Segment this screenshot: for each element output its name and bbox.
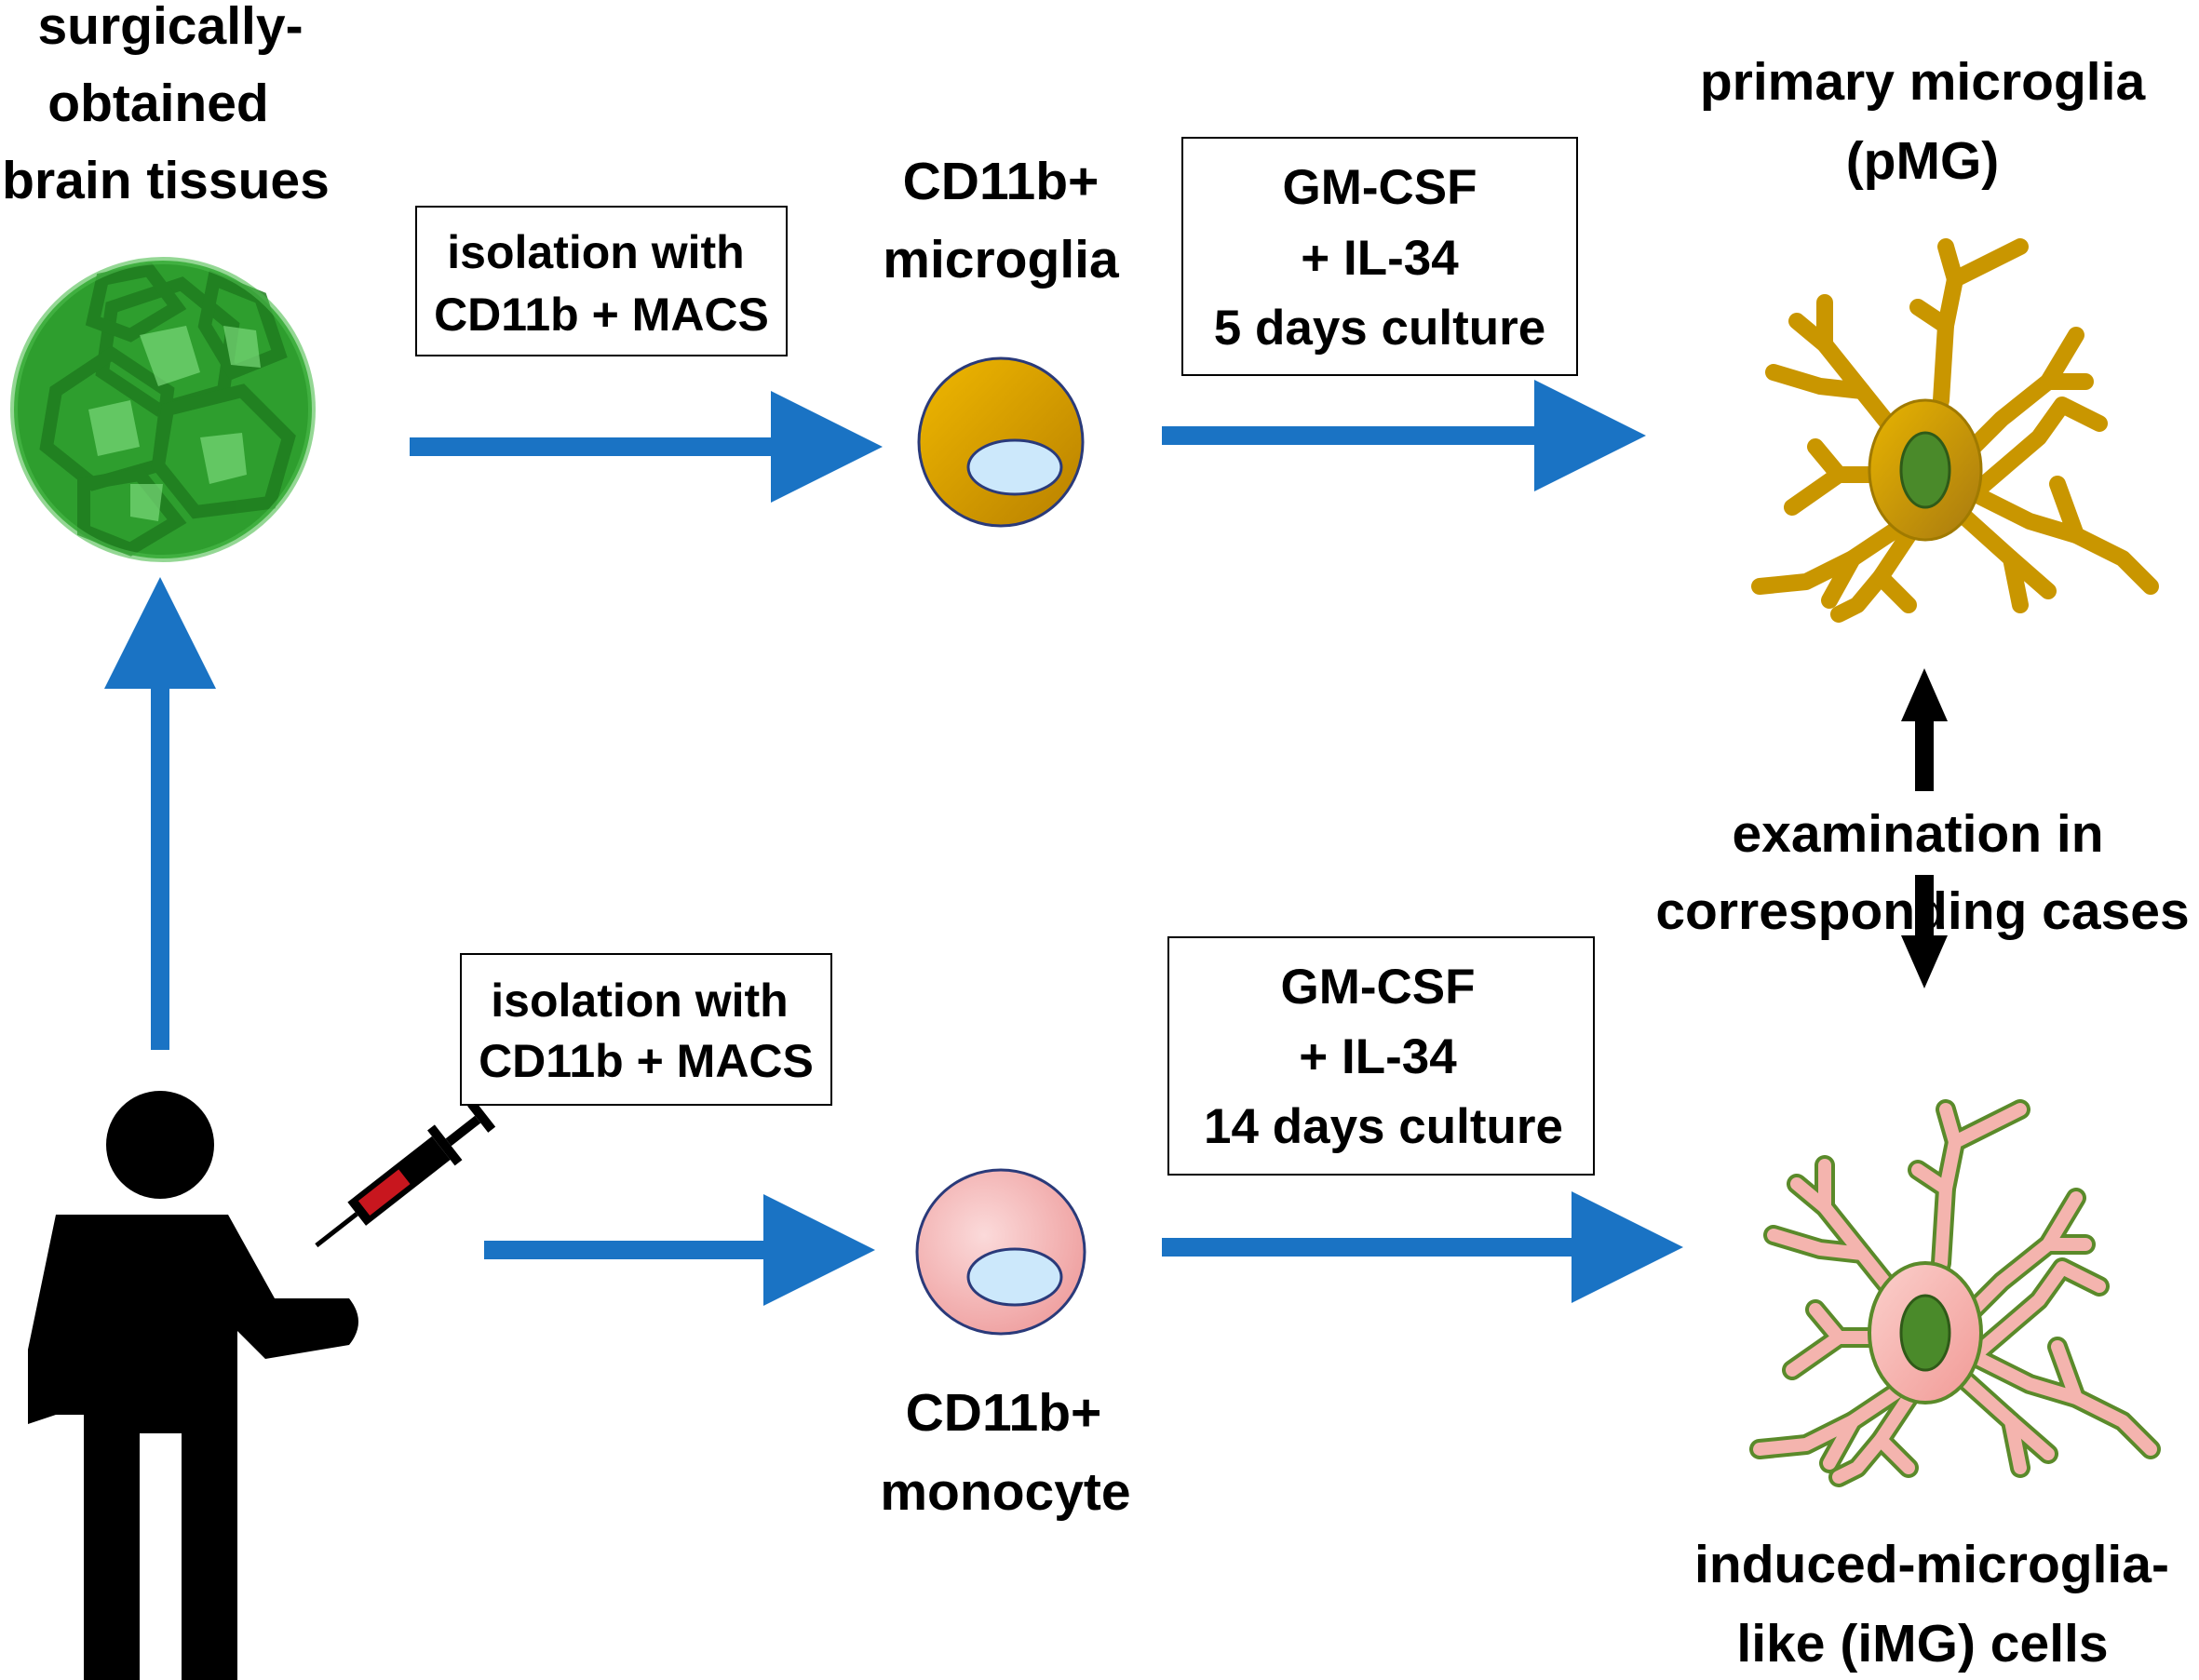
cd11b-microglia-label-line1: CD11b+: [903, 152, 1100, 211]
examination-label-line1: examination in: [1732, 804, 2103, 864]
examination-label-line2: corresponding cases: [1655, 881, 2189, 941]
isolation-box-bottom: isolation with CD11b + MACS: [460, 953, 832, 1106]
culture-top-line1: GM-CSF: [1282, 160, 1477, 215]
culture-top-line3: 5 days culture: [1214, 301, 1545, 356]
tissue-label-line2: obtained: [47, 74, 269, 133]
cd11b-monocyte-label-line2: monocyte: [880, 1462, 1130, 1522]
person-icon: [28, 1091, 358, 1680]
pmg-label-line1: primary microglia: [1700, 52, 2147, 112]
microglia-cell-icon: [917, 356, 1085, 528]
isolation-top-line1: isolation with: [447, 226, 744, 278]
img-cell-icon: [1749, 1099, 2161, 1487]
culture-bottom-line1: GM-CSF: [1280, 960, 1475, 1015]
pmg-cell-icon: [1751, 238, 2159, 623]
img-label-line1: induced-microglia-: [1694, 1535, 2169, 1594]
isolation-box-top: isolation with CD11b + MACS: [415, 206, 788, 356]
img-label-line2: like (iMG) cells: [1736, 1614, 2108, 1673]
syringe-icon: [315, 1100, 496, 1248]
cd11b-monocyte-label-line1: CD11b+: [906, 1383, 1102, 1443]
culture-box-bottom: GM-CSF + IL-34 14 days culture: [1167, 936, 1595, 1176]
examination-arrow: [1901, 668, 1948, 988]
pmg-label-line2: (pMG): [1846, 131, 2000, 191]
isolation-bottom-line1: isolation with: [491, 974, 788, 1027]
monocyte-cell-icon: [915, 1168, 1086, 1336]
tissue-label-line3: brain tissues: [2, 151, 330, 210]
cd11b-microglia-label-line2: microglia: [883, 230, 1120, 289]
culture-box-top: GM-CSF + IL-34 5 days culture: [1181, 137, 1578, 376]
isolation-bottom-line2: CD11b + MACS: [479, 1035, 814, 1087]
tissue-label-line1: surgically-: [37, 0, 303, 56]
brain-tissue-icon: [10, 257, 316, 562]
isolation-top-line2: CD11b + MACS: [434, 289, 769, 341]
culture-bottom-line2: + IL-34: [1299, 1029, 1457, 1084]
culture-top-line2: + IL-34: [1301, 231, 1459, 286]
culture-bottom-line3: 14 days culture: [1204, 1099, 1563, 1154]
